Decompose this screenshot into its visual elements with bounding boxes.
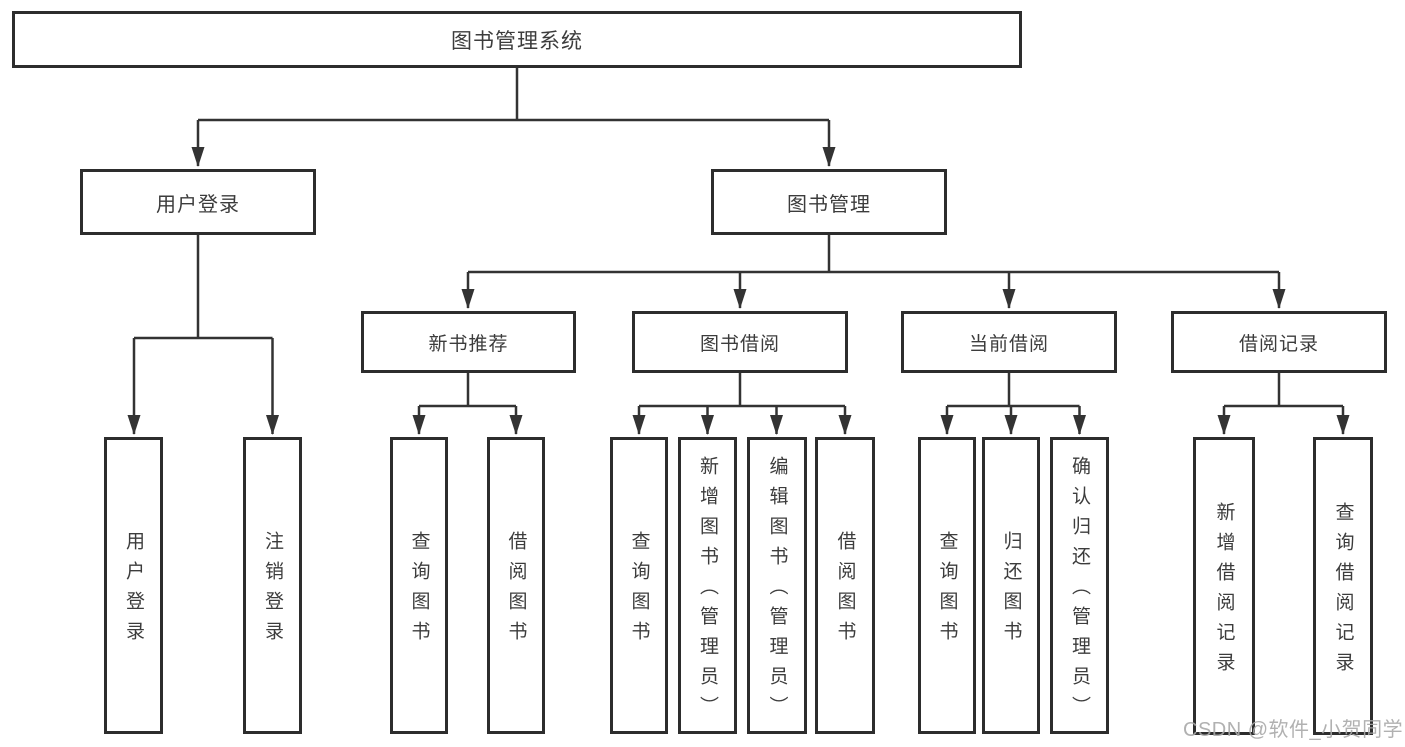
node-current-borrow: 当前借阅 bbox=[901, 311, 1117, 373]
leaf-query-books-recommend: 查询图书 bbox=[390, 437, 448, 734]
node-library-management-system: 图书管理系统 bbox=[12, 11, 1022, 68]
node-book-borrow: 图书借阅 bbox=[632, 311, 848, 373]
leaf-query-books-borrow: 查询图书 bbox=[610, 437, 668, 734]
node-label: 查询图书 bbox=[408, 531, 430, 651]
leaf-edit-books-admin: 编辑图书（管理员） bbox=[747, 437, 807, 734]
node-label: 编辑图书（管理员） bbox=[766, 456, 788, 726]
node-label: 新书推荐 bbox=[428, 333, 509, 355]
node-book-management: 图书管理 bbox=[711, 169, 947, 235]
node-label: 查询借阅记录 bbox=[1332, 501, 1354, 682]
csdn-watermark: CSDN @软件_小贺同学 bbox=[1183, 719, 1404, 741]
node-label: 归还图书 bbox=[1000, 531, 1022, 651]
leaf-query-books-current: 查询图书 bbox=[918, 437, 976, 734]
node-label: 查询图书 bbox=[628, 531, 650, 651]
node-new-book-recommend: 新书推荐 bbox=[361, 311, 576, 373]
node-label: 新增图书（管理员） bbox=[697, 456, 718, 726]
node-label: 用户登录 bbox=[156, 193, 240, 216]
leaf-add-books-admin: 新增图书（管理员） bbox=[678, 437, 737, 734]
leaf-borrow-books: 借阅图书 bbox=[815, 437, 875, 734]
node-label: 图书管理 bbox=[787, 193, 871, 216]
leaf-logout: 注销登录 bbox=[243, 437, 302, 734]
leaf-add-borrow-record: 新增借阅记录 bbox=[1193, 437, 1255, 735]
node-label: 借阅图书 bbox=[505, 531, 527, 651]
node-label: 借阅图书 bbox=[834, 531, 856, 651]
node-borrow-records: 借阅记录 bbox=[1171, 311, 1387, 373]
leaf-query-borrow-record: 查询借阅记录 bbox=[1313, 437, 1373, 735]
node-user-login: 用户登录 bbox=[80, 169, 316, 235]
node-label: 当前借阅 bbox=[968, 333, 1049, 355]
node-label: 确认归还（管理员） bbox=[1069, 456, 1090, 726]
leaf-return-books: 归还图书 bbox=[982, 437, 1040, 734]
node-label: 图书管理系统 bbox=[451, 29, 583, 53]
node-label: 借阅记录 bbox=[1238, 333, 1319, 355]
leaf-borrow-books-recommend: 借阅图书 bbox=[487, 437, 545, 734]
leaf-user-login: 用户登录 bbox=[104, 437, 163, 734]
node-label: 图书借阅 bbox=[699, 333, 780, 355]
node-label: 查询图书 bbox=[936, 531, 958, 651]
node-label: 注销登录 bbox=[262, 531, 283, 651]
leaf-confirm-return-admin: 确认归还（管理员） bbox=[1050, 437, 1109, 734]
node-label: 新增借阅记录 bbox=[1213, 501, 1235, 682]
node-label: 用户登录 bbox=[123, 531, 144, 651]
